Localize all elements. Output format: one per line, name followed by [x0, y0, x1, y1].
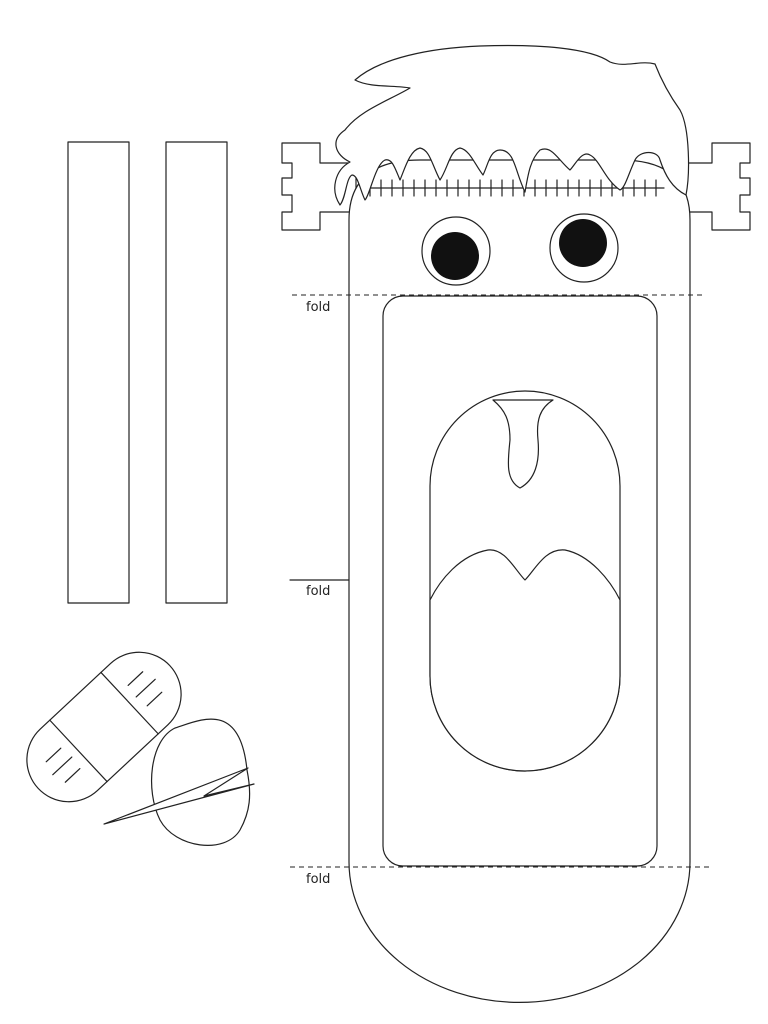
bandage [26, 651, 182, 803]
left-eye [421, 216, 491, 286]
right-eye [549, 213, 619, 283]
fold-label-top: fold [306, 300, 330, 315]
strip-left [67, 141, 130, 604]
fold-label-bottom: fold [306, 872, 330, 887]
tongue [429, 549, 621, 772]
hair [334, 44, 690, 206]
strip-right [165, 141, 228, 604]
fold-label-middle: fold [306, 584, 330, 599]
frankenstein-puppet: fold fold fold [281, 44, 751, 1004]
forehead-stitches [361, 179, 665, 197]
left-bolt-icon [281, 142, 357, 231]
uvula [492, 399, 554, 489]
torn-paper-piece [103, 718, 255, 846]
